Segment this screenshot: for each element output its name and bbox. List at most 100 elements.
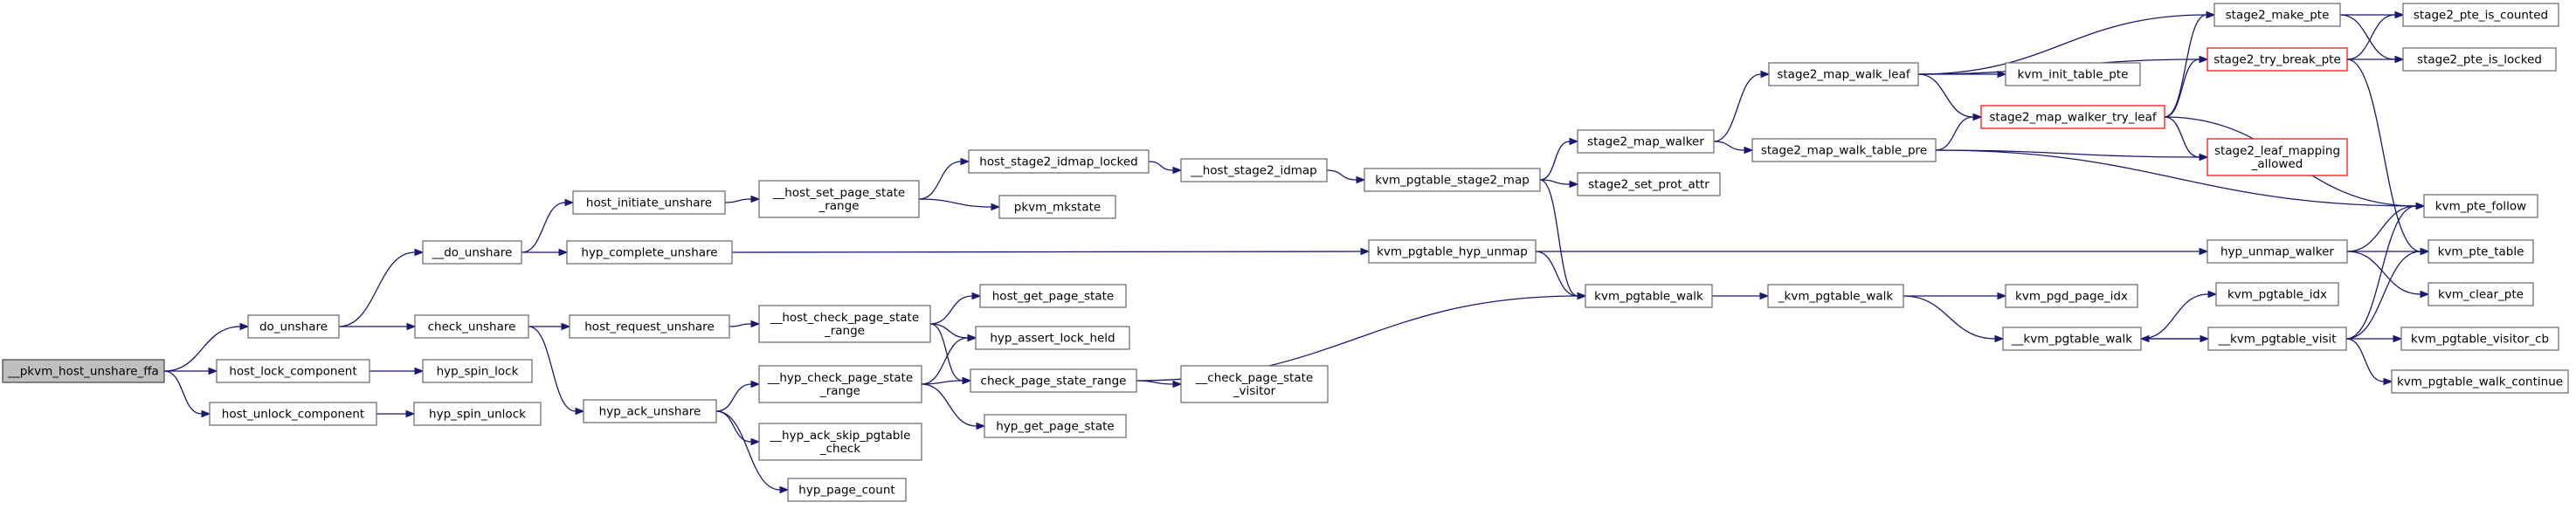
node-kvm-pgtable-visitor-cb[interactable]: kvm_pgtable_visitor_cb [2400, 327, 2559, 351]
node-pkvm-mkstate[interactable]: pkvm_mkstate [998, 195, 1116, 219]
node-label: hyp_spin_lock [437, 365, 519, 379]
edge-arrowhead [561, 322, 571, 331]
node-kvm-pgd-page-idx[interactable]: kvm_pgd_page_idx [2005, 284, 2138, 308]
node-stage2-try-break-pte[interactable]: stage2_try_break_pte [2207, 47, 2348, 72]
node-label: host_initiate_unshare [586, 196, 712, 210]
node-label: kvm_pgtable_stage2_map [1375, 174, 1530, 188]
node-box [2207, 327, 2347, 351]
node-box [787, 478, 907, 502]
edge-arrowhead [2199, 153, 2209, 162]
edge-arrowhead [1569, 180, 1579, 189]
node-label: host_request_unshare [584, 320, 715, 334]
node-hyp-assert-lock-held[interactable]: hyp_assert_lock_held [975, 326, 1130, 350]
node-label: __hyp_check_page_state [767, 371, 913, 385]
node-kvm-pgtable-hyp-unmap[interactable]: kvm_pgtable_hyp_unmap [1368, 239, 1537, 264]
node-kvm-init-table-pte[interactable]: kvm_init_table_pte [2005, 62, 2141, 86]
edge-arrowhead [406, 322, 417, 331]
edge-arrowhead [750, 437, 761, 446]
node-stage2-set-prot-attr[interactable]: stage2_set_prot_attr [1577, 172, 1721, 196]
node-check-unshare[interactable]: check_unshare [414, 314, 529, 339]
edge-stage2-map-walk-leaf-to-stage2-map-walker-try-leaf [1917, 73, 1974, 118]
edge-kvm-pgtable-visit-to-kvm-pte-table [2345, 251, 2421, 340]
node-label: check_page_state_range [981, 375, 1127, 389]
node-box [2, 359, 165, 383]
node-kvm-pgtable-visit[interactable]: __kvm_pgtable_visit [2207, 327, 2347, 351]
node-kvm-pgtable-idx[interactable]: kvm_pgtable_idx [2215, 282, 2339, 306]
node-kvm-pgtable-walk[interactable]: kvm_pgtable_walk [1585, 284, 1713, 308]
node-kvm-pgtable-stage2-map[interactable]: kvm_pgtable_stage2_map [1364, 168, 1541, 192]
edge-arrowhead [2206, 10, 2216, 19]
node-label: _range [819, 384, 860, 398]
node-check-page-state-range[interactable]: check_page_state_range [970, 368, 1137, 393]
node-stage2-map-walk-leaf[interactable]: stage2_map_walk_leaf [1768, 62, 1919, 86]
node-box [414, 314, 529, 339]
node-hyp-unmap-walker[interactable]: hyp_unmap_walker [2207, 239, 2348, 264]
node-box [422, 240, 522, 265]
node-stage2-pte-is-counted[interactable]: stage2_pte_is_counted [2402, 3, 2559, 27]
node-check-page-state-visitor[interactable]: __check_page_state_visitor [1180, 365, 1329, 403]
node-box [2005, 62, 2141, 86]
edge-arrowhead [2383, 377, 2393, 386]
node-kvm-clear-pte[interactable]: kvm_clear_pte [2428, 282, 2534, 306]
node-host-stage2-idmap[interactable]: __host_stage2_idmap [1180, 158, 1328, 182]
node-stage2-map-walker-try-leaf[interactable]: stage2_map_walker_try_leaf [1980, 105, 2165, 129]
node-hyp-ack-unshare[interactable]: hyp_ack_unshare [583, 399, 717, 423]
node-box [970, 368, 1137, 393]
node-stage2-map-walk-table-pre[interactable]: stage2_map_walk_table_pre [1751, 138, 1937, 162]
node-label: _check [819, 442, 860, 456]
node-label: _range [818, 199, 859, 213]
node-kvm-pte-table[interactable]: kvm_pte_table [2428, 239, 2534, 264]
node-box [2400, 327, 2559, 351]
edge-arrowhead [1577, 292, 1587, 300]
node-hyp-page-count[interactable]: hyp_page_count [787, 478, 907, 502]
node-hyp-ack-skip-pgtable-check[interactable]: __hyp_ack_skip_pgtable_check [758, 423, 922, 461]
node-pkvm-host-unshare-ffa[interactable]: __pkvm_host_unshare_ffa [2, 359, 165, 383]
node-kvm-pte-follow[interactable]: kvm_pte_follow [2423, 194, 2538, 218]
edge-hyp-check-page-state-range-to-hyp-assert-lock-held [921, 337, 969, 385]
node-box [1180, 365, 1329, 403]
edge-arrowhead [779, 485, 790, 494]
edge-kvm-pgtable-walk-to-kvm-pgtable-walk [1903, 295, 1996, 340]
node-label: stage2_map_walker_try_leaf [1989, 111, 2157, 125]
node-hyp-spin-lock[interactable]: hyp_spin_lock [422, 359, 533, 383]
edge-stage2-map-walk-leaf-to-stage2-make-pte [1917, 14, 2207, 75]
node-stage2-make-pte[interactable]: stage2_make_pte [2213, 3, 2341, 27]
node-host-check-page-state-range[interactable]: __host_check_page_state_range [758, 305, 931, 343]
node-kvm-pgtable-walk[interactable]: __kvm_pgtable_walk [2002, 327, 2142, 351]
edge-arrowhead [2394, 55, 2405, 64]
node-label: hyp_unmap_walker [2220, 245, 2334, 259]
node-label: host_unlock_component [222, 408, 364, 422]
node-stage2-leaf-mapping-allowed[interactable]: stage2_leaf_mapping_allowed [2207, 138, 2348, 176]
node-host-stage2-idmap-locked[interactable]: host_stage2_idmap_locked [968, 149, 1150, 174]
node-label: __kvm_pgtable_walk [2011, 333, 2132, 347]
node-host-lock-component[interactable]: host_lock_component [216, 359, 370, 383]
node-stage2-map-walker[interactable]: stage2_map_walker [1577, 129, 1715, 154]
node-box [758, 180, 920, 218]
node-hyp-get-page-state[interactable]: hyp_get_page_state [984, 414, 1127, 438]
node-hyp-spin-unlock[interactable]: hyp_spin_unlock [413, 402, 542, 426]
edge-arrowhead [2394, 10, 2405, 19]
node-host-request-unshare[interactable]: host_request_unshare [569, 314, 730, 339]
node-stage2-pte-is-locked[interactable]: stage2_pte_is_locked [2402, 47, 2557, 72]
node-do-unshare[interactable]: __do_unshare [422, 240, 522, 265]
edge-arrowhead [239, 322, 250, 331]
node-box [975, 326, 1130, 350]
node-label: _visitor [1233, 384, 1276, 398]
node-host-get-page-state[interactable]: host_get_page_state [979, 284, 1127, 308]
node-hyp-complete-unshare[interactable]: hyp_complete_unshare [566, 240, 733, 265]
node-box [758, 423, 922, 461]
edge-arrowhead [1744, 146, 1754, 155]
edge-arrowhead [750, 195, 761, 203]
node-host-unlock-component[interactable]: host_unlock_component [209, 402, 377, 426]
node-host-set-page-state-range[interactable]: __host_set_page_state_range [758, 180, 920, 218]
node-label: hyp_spin_unlock [429, 408, 526, 422]
node-host-initiate-unshare[interactable]: host_initiate_unshare [572, 190, 726, 215]
node-do-unshare[interactable]: do_unshare [247, 314, 340, 339]
edge-check-unshare-to-hyp-ack-unshare [528, 326, 577, 412]
node-hyp-check-page-state-range[interactable]: __hyp_check_page_state_range [758, 365, 922, 403]
node-kvm-pgtable-walk[interactable]: _kvm_pgtable_walk [1767, 284, 1904, 308]
node-label: stage2_map_walk_leaf [1777, 68, 1911, 82]
node-label: stage2_map_walk_table_pre [1761, 144, 1927, 158]
node-kvm-pgtable-walk-continue[interactable]: kvm_pgtable_walk_continue [2391, 369, 2569, 394]
